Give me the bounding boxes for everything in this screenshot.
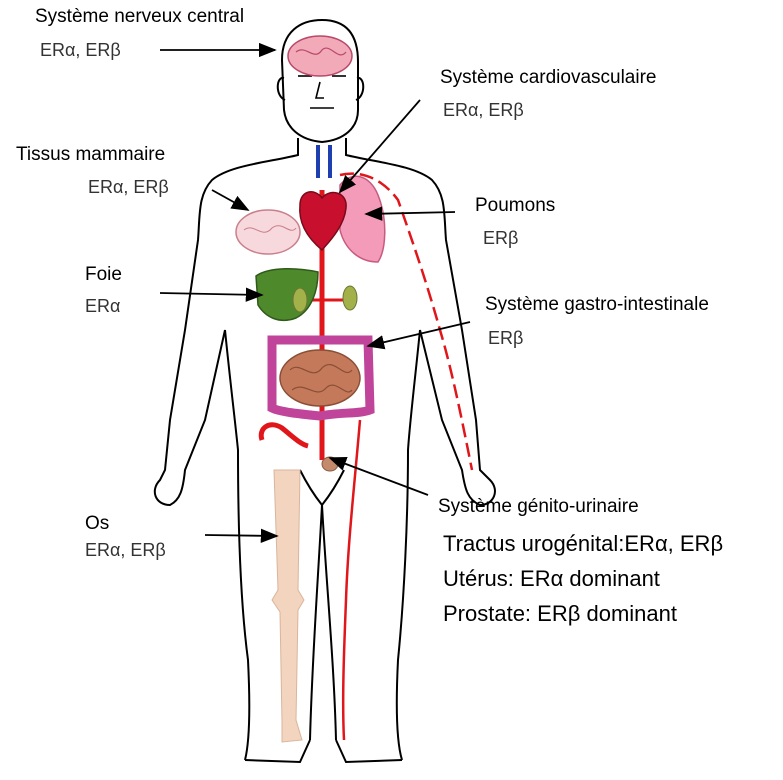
cardio-receptors: ERα, ERβ: [443, 100, 524, 121]
cns-title: Système nerveux central: [35, 6, 244, 28]
face: [298, 76, 346, 108]
breast-tissue-organ: [236, 210, 300, 254]
lung-organ: [340, 176, 385, 262]
heart-organ: [300, 192, 346, 250]
brain-organ: [288, 36, 352, 76]
arrow-bone: [205, 535, 277, 536]
breast-receptors: ERα, ERβ: [88, 177, 169, 198]
gu-title: Système génito-urinaire: [438, 496, 639, 518]
intestine-organ: [272, 340, 370, 416]
genito-urinary-organ: [322, 457, 338, 471]
cardio-title: Système cardiovasculaire: [440, 67, 656, 89]
liver-title: Foie: [85, 264, 122, 286]
arrow-breast: [212, 190, 248, 210]
arrow-gu: [330, 458, 428, 495]
lungs-title: Poumons: [475, 195, 555, 217]
gi-title: Système gastro-intestinale: [485, 294, 709, 316]
cns-receptors: ERα, ERβ: [40, 40, 121, 61]
breast-title: Tissus mammaire: [16, 144, 165, 166]
arrow-cardio: [340, 100, 420, 192]
lungs-receptors: ERβ: [483, 228, 518, 249]
bone-receptors: ERα, ERβ: [85, 540, 166, 561]
gu-line-urogenital: Tractus urogénital:ERα, ERβ: [443, 531, 723, 556]
leg-bone: [272, 470, 304, 742]
gi-receptors: ERβ: [488, 328, 523, 349]
liver-organ: [256, 269, 318, 321]
bone-title: Os: [85, 513, 109, 535]
gu-line-uterus: Utérus: ERα dominant: [443, 566, 660, 591]
gu-line-prostate: Prostate: ERβ dominant: [443, 601, 677, 626]
arrow-liver: [160, 293, 262, 295]
liver-receptors: ERα: [85, 296, 120, 317]
